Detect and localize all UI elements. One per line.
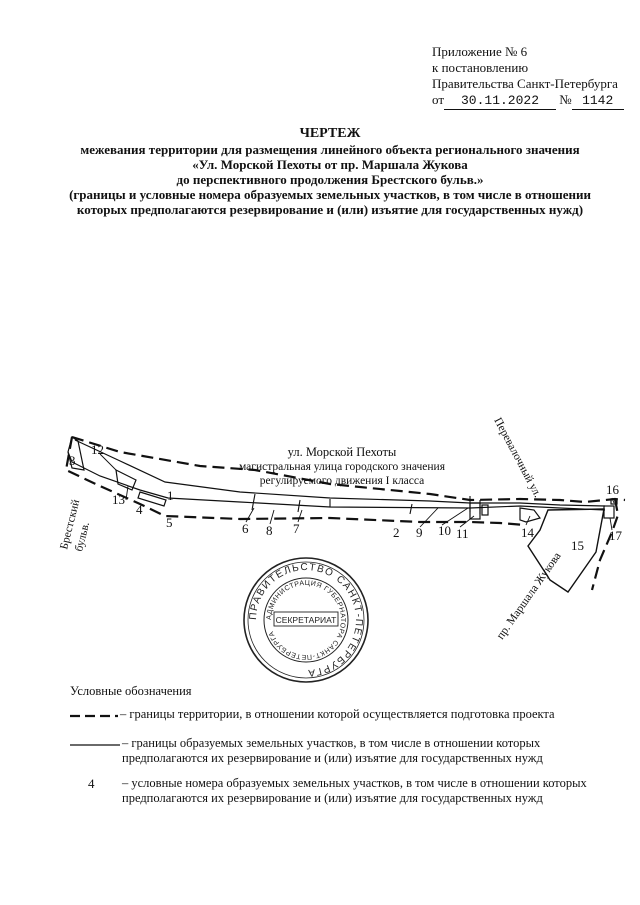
leader-lines: [99, 453, 615, 531]
legend-item3-line2: предполагаются их резервирование и (или)…: [122, 791, 543, 805]
plot-17-shape: [603, 505, 615, 519]
plot-boundaries-main: [67, 451, 606, 511]
plot-number-1: 1: [167, 488, 174, 503]
plot-number-13: 13: [112, 492, 125, 507]
plot-number-5: 5: [166, 515, 173, 530]
legend-item1-text: – границы территории, в отношении которо…: [120, 707, 555, 721]
plot-number-9: 9: [416, 525, 423, 540]
street-name-label: ул. Морской Пехоты: [288, 445, 397, 459]
plot-3-shape: [67, 436, 85, 471]
plot-number-12: 12: [91, 442, 104, 457]
legend-solid-line-icon: [70, 744, 120, 746]
legend-item3-line1: – условные номера образуемых земельных у…: [122, 776, 587, 790]
legend-item-plot-number: 4 – условные номера образуемых земельных…: [70, 776, 610, 806]
secretariat-stamp: ПРАВИТЕЛЬСТВО САНКТ-ПЕТЕРБУРГА АДМИНИСТР…: [243, 557, 369, 683]
plot-10-shape: [481, 504, 489, 516]
decree-number: 1142: [571, 93, 624, 110]
appendix-line1: Приложение № 6: [432, 44, 528, 59]
legend-item2-line1: – границы образуемых земельных участков,…: [122, 736, 541, 750]
perevalochny-label: Перевалочный ул.: [491, 416, 543, 500]
legend: Условные обозначения – границы территори…: [70, 684, 610, 816]
territory-boundary-outline: [71, 435, 626, 504]
plot-number-14: 14: [521, 525, 535, 540]
plot-13-shape: [115, 468, 137, 491]
appendix-line3: Правительства Санкт-Петербурга: [432, 76, 618, 91]
plot-number-2: 2: [393, 525, 400, 540]
plot-number-17: 17: [609, 528, 623, 543]
plot-number-11: 11: [456, 526, 469, 541]
plot-number-7: 7: [293, 521, 300, 536]
plot-number-4: 4: [136, 502, 143, 517]
title-line2: «Ул. Морской Пехоты от пр. Маршала Жуков…: [192, 157, 468, 172]
plot-boundaries-upper: [74, 439, 606, 507]
title-line3: до перспективного продолжения Брестского…: [176, 172, 484, 187]
territory-boundary-lower: [64, 436, 526, 527]
territory-boundary-right: [590, 498, 620, 591]
title-block: ЧЕРТЕЖ межевания территории для размещен…: [40, 126, 620, 217]
title-line4: (границы и условные номера образуемых зе…: [69, 187, 591, 202]
date-prefix: от: [432, 92, 445, 107]
decree-date: 30.11.2022: [444, 93, 557, 110]
plot-number-6: 6: [242, 521, 249, 536]
legend-item2-line2: предполагаются их резервирование и (или)…: [122, 751, 543, 765]
plot-number-3: 3: [69, 453, 76, 468]
number-sign: №: [559, 92, 572, 107]
plot-number-15: 15: [571, 538, 584, 553]
title-line1: межевания территории для размещения лине…: [80, 142, 580, 157]
legend-heading: Условные обозначения: [70, 684, 192, 698]
street-desc-line1: магистральная улица городского значения: [239, 461, 446, 473]
stamp-center-text: СЕКРЕТАРИАТ: [276, 615, 337, 625]
plot-number-8: 8: [266, 523, 273, 538]
appendix-header: Приложение № 6 к постановлению Правитель…: [432, 44, 632, 110]
plot-number-16: 16: [606, 482, 620, 497]
plot-4-shape: [137, 491, 167, 507]
document-heading: ЧЕРТЕЖ: [299, 126, 361, 141]
legend-item-territory-boundary: – границы территории, в отношении которо…: [70, 707, 610, 722]
legend-item-plot-boundary: – границы образуемых земельных участков,…: [70, 736, 610, 766]
title-line5: которых предполагаются резервирование и …: [76, 202, 584, 217]
street-desc-line2: регулируемого движения I класса: [260, 475, 425, 487]
legend-dashed-line-icon: [70, 714, 118, 718]
plot-15-shape: [527, 508, 605, 593]
plot-14-shape: [519, 507, 542, 523]
plot-16-shape: [610, 498, 618, 505]
legend-number-symbol: 4: [88, 776, 95, 791]
marshala-zhukova-label: пр. Маршала Жукова: [495, 550, 564, 641]
plot-number-10: 10: [438, 523, 451, 538]
appendix-line2: к постановлению: [432, 60, 529, 75]
plot-11-shape: [469, 502, 481, 520]
